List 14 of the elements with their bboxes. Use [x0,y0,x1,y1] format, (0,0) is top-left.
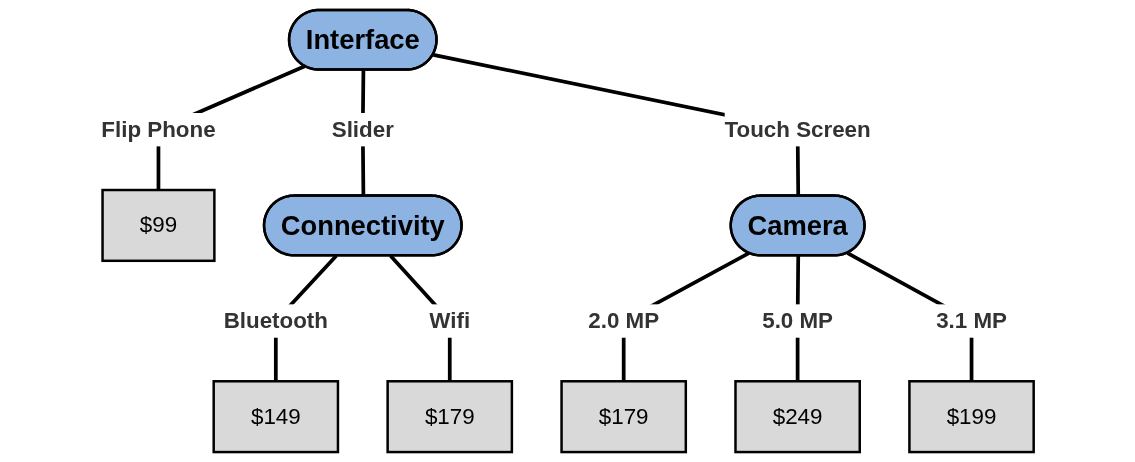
node-box: $149 [212,380,340,454]
node-box: $199 [908,380,1035,454]
edge-label: Bluetooth [223,308,328,333]
node-box: $179 [560,380,688,454]
node-box: $249 [734,380,861,454]
edge-label: 2.0 MP [588,308,660,333]
edge-label: 3.1 MP [936,308,1007,333]
edge-label: Wifi [429,308,471,333]
edge-label: Slider [331,116,394,142]
edge-label: Touch Screen [724,116,871,142]
edge-label: 5.0 MP [762,308,834,333]
node-box: $99 [101,188,216,263]
edge-label: Flip Phone [101,116,216,142]
node-box: $179 [386,380,514,454]
